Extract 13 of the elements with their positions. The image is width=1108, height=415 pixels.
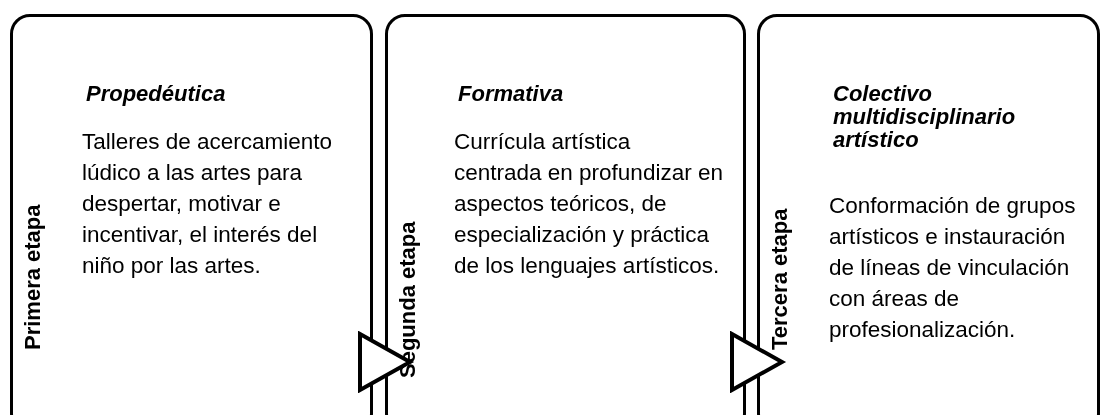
arrow bbox=[730, 332, 784, 392]
stage-card bbox=[385, 14, 746, 415]
stage-title: Colectivo multidisciplinario artístico bbox=[833, 82, 1017, 151]
stage-label: Primera etapa bbox=[20, 204, 46, 350]
stage-description: Talleres de acercamiento lúdico a las artes para despertar, motivar e incentivar, el interés del niño por las artes. bbox=[82, 128, 334, 280]
stage-card bbox=[757, 14, 1100, 415]
stage-description: Currícula artística centrada en profundizar en aspectos teóricos, de especialización y práctica de los lenguajes artísticos. bbox=[454, 128, 724, 280]
stage-title: Propedéutica bbox=[86, 82, 227, 105]
stage-description: Conformación de grupos artísticos e instauración de líneas de vinculación con áreas de profesionalización. bbox=[829, 192, 1077, 344]
stage-label: Tercera etapa bbox=[767, 208, 793, 350]
stage-card bbox=[10, 14, 373, 415]
arrow bbox=[358, 332, 412, 392]
stage-title: Formativa bbox=[458, 82, 565, 105]
